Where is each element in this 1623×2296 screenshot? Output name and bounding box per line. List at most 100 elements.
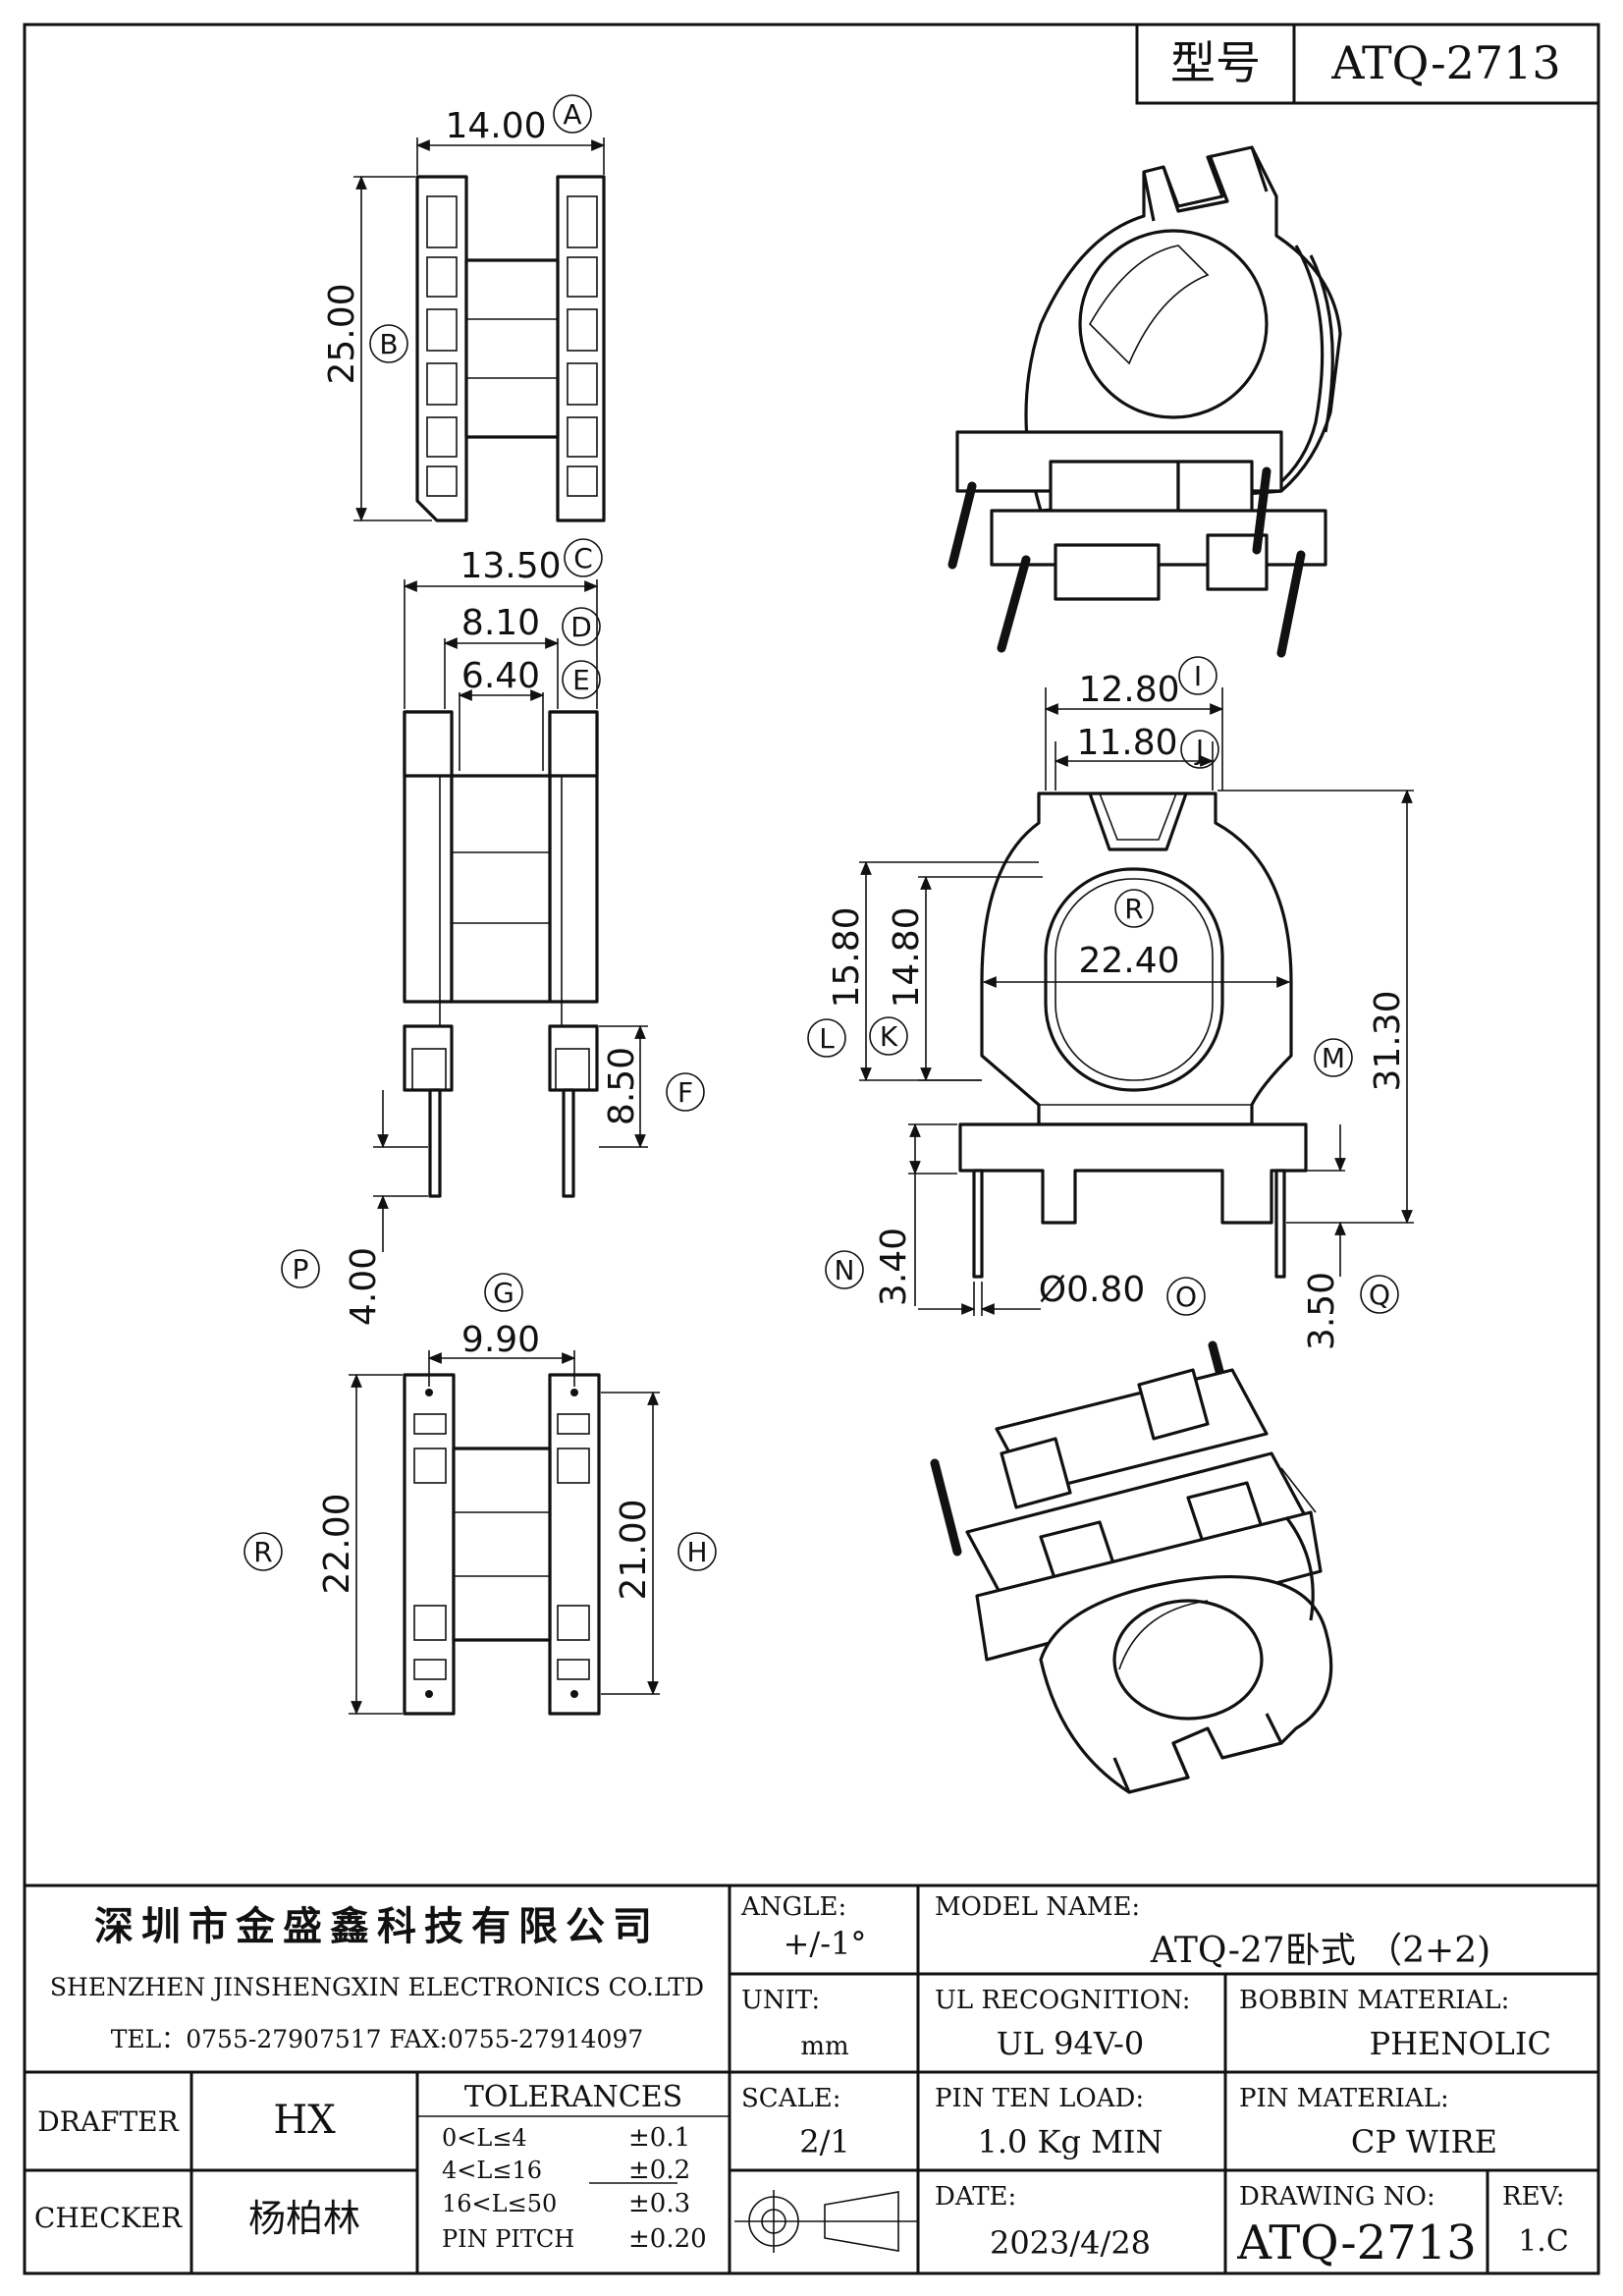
dim-M-value: 31.30 — [1368, 990, 1408, 1091]
front-view — [859, 687, 1414, 1316]
dim-A-value: 14.00 — [445, 106, 546, 146]
rev-value: 1.C — [1518, 2224, 1569, 2259]
bubble-L: L — [819, 1022, 835, 1055]
angle-value: +/-1° — [784, 1925, 867, 1962]
top-title-block: 型号 ATQ-2713 — [1135, 23, 1600, 105]
bubble-H: H — [686, 1536, 707, 1568]
pin-load-label: PIN TEN LOAD: — [935, 2084, 1144, 2113]
bubble-E: E — [572, 664, 590, 696]
dim-Q-value: 3.50 — [1302, 1272, 1342, 1350]
dimension-O: Ø0.80 O — [918, 1270, 1206, 1316]
bubble-M: M — [1322, 1042, 1345, 1074]
dim-P-value: 4.00 — [344, 1247, 384, 1326]
tol-value-4: ±0.20 — [628, 2224, 707, 2254]
bubble-O: O — [1175, 1281, 1197, 1313]
tol-value-3: ±0.3 — [628, 2189, 690, 2218]
bubble-N: N — [835, 1254, 855, 1286]
bottom-view — [349, 1350, 660, 1716]
model-name-value: ATQ-27卧式 （2+2) — [1150, 1931, 1490, 1971]
dim-E-value: 6.40 — [461, 656, 540, 696]
bubble-D: D — [570, 611, 592, 643]
unit-value: mm — [800, 2032, 848, 2061]
isometric-view-top — [947, 145, 1342, 658]
bubble-I: I — [1194, 660, 1202, 692]
bubble-J: J — [1194, 734, 1204, 766]
dimension-M: 31.30 M — [1314, 789, 1413, 1225]
bubble-G: G — [493, 1277, 514, 1309]
pin-material-value: CP WIRE — [1351, 2123, 1497, 2160]
dim-B-value: 25.00 — [322, 283, 362, 384]
dim-O-value: Ø0.80 — [1039, 1270, 1146, 1310]
ul-label: UL RECOGNITION: — [935, 1986, 1191, 2015]
dim-G-value: 9.90 — [461, 1320, 540, 1360]
company-name-en: SHENZHEN JINSHENGXIN ELECTRONICS CO.LTD — [50, 1973, 704, 2001]
bubble-B: B — [379, 328, 398, 360]
title-block: 深圳市金盛鑫科技有限公司 SHENZHEN JINSHENGXIN ELECTR… — [23, 1884, 1600, 2275]
checker-label: CHECKER — [34, 2202, 183, 2234]
bubble-A: A — [563, 98, 581, 131]
scale-value: 2/1 — [799, 2123, 850, 2160]
dimension-I: 12.80 I — [1044, 656, 1224, 715]
dimension-G: 9.90 G — [427, 1273, 576, 1364]
company-contact: TEL：0755-27907517 FAX:0755-27914097 — [111, 2025, 644, 2053]
dimension-J: 11.80 J — [1054, 723, 1219, 769]
model-number: ATQ-2713 — [1330, 36, 1560, 89]
dimension-E: 6.40 E — [458, 656, 601, 701]
dimension-B: 25.00 B — [322, 175, 408, 522]
angle-label: ANGLE: — [740, 1892, 846, 1922]
dimension-R-bottom: 22.00 R — [243, 1373, 362, 1716]
dim-H-value: 21.00 — [614, 1499, 654, 1600]
scale-label: SCALE: — [741, 2084, 841, 2113]
dim-N-value: 3.40 — [874, 1228, 914, 1306]
bubble-R-front: R — [1124, 893, 1143, 925]
top-view — [353, 137, 606, 522]
bubble-C: C — [573, 542, 593, 574]
projection-symbol — [734, 2190, 918, 2253]
dimension-C: 13.50 C — [403, 538, 603, 592]
dim-D-value: 8.10 — [461, 603, 540, 643]
dimension-Q: 3.50 Q — [1302, 1124, 1399, 1350]
tol-range-2: 4<L≤16 — [442, 2157, 542, 2184]
tol-range-1: 0<L≤4 — [442, 2124, 527, 2152]
dim-R-front-value: 22.40 — [1078, 941, 1179, 981]
tol-range-3: 16<L≤50 — [442, 2190, 557, 2217]
dim-J-value: 11.80 — [1076, 723, 1177, 763]
drawing-no-value: ATQ-2713 — [1236, 2215, 1477, 2270]
dim-I-value: 12.80 — [1078, 670, 1179, 710]
bubble-F: F — [677, 1076, 693, 1109]
side-view — [373, 579, 648, 1198]
dimension-R-front: 22.40 R — [982, 889, 1291, 988]
dimension-H: 21.00 H — [614, 1391, 717, 1696]
dimension-L: 15.80 L — [807, 860, 872, 1082]
isometric-view-bottom — [930, 1340, 1333, 1794]
dimension-D: 8.10 D — [443, 603, 601, 649]
ul-value: UL 94V-0 — [997, 2025, 1144, 2062]
date-value: 2023/4/28 — [990, 2224, 1151, 2262]
drafter-value: HX — [273, 2098, 336, 2143]
bobbin-material-label: BOBBIN MATERIAL: — [1239, 1986, 1509, 2015]
tolerances-label: TOLERANCES — [464, 2080, 682, 2114]
dimension-N: 3.40 N — [825, 1122, 921, 1306]
tol-value-2: ±0.2 — [628, 2156, 690, 2185]
tol-value-1: ±0.1 — [628, 2123, 690, 2153]
tol-range-4: PIN PITCH — [442, 2225, 574, 2253]
dimension-P: 4.00 P — [281, 1090, 389, 1326]
dimension-A: 14.00 A — [415, 94, 606, 151]
dim-C-value: 13.50 — [460, 546, 561, 586]
dimension-K: 14.80 K — [869, 875, 932, 1082]
drawing-no-label: DRAWING NO: — [1239, 2182, 1435, 2212]
bubble-Q: Q — [1369, 1279, 1390, 1311]
pin-load-value: 1.0 Kg MIN — [977, 2123, 1163, 2160]
pin-material-label: PIN MATERIAL: — [1239, 2084, 1449, 2113]
model-label: 型号 — [1170, 36, 1261, 89]
dim-R-bottom-value: 22.00 — [317, 1493, 357, 1594]
rev-label: REV: — [1502, 2182, 1564, 2212]
bobbin-material-value: PHENOLIC — [1370, 2025, 1551, 2062]
dim-K-value: 14.80 — [887, 906, 927, 1008]
checker-value: 杨柏林 — [248, 2197, 360, 2240]
dimension-F: 8.50 F — [602, 1024, 705, 1149]
dim-F-value: 8.50 — [602, 1047, 642, 1125]
drafter-label: DRAFTER — [37, 2105, 179, 2138]
company-name-cn: 深圳市金盛鑫科技有限公司 — [94, 1903, 660, 1949]
